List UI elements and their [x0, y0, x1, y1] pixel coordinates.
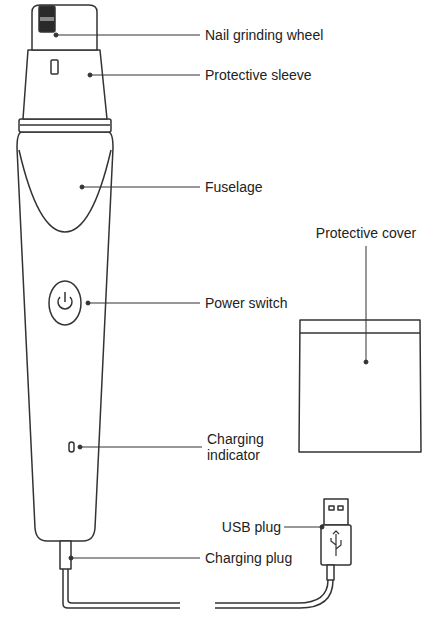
usb-strain-relief: [327, 565, 334, 580]
charging-plug: [60, 541, 71, 569]
part-label: Protective cover: [316, 225, 416, 241]
leader-dot: [54, 33, 58, 37]
leader-dot: [320, 525, 324, 529]
fuselage-body: [17, 132, 113, 541]
part-label: USB plug: [222, 519, 281, 535]
usb-plug-hole: [329, 506, 334, 510]
part-label: Power switch: [205, 295, 287, 311]
collar-ring: [19, 119, 111, 132]
protective-sleeve: [23, 50, 107, 119]
cable: [63, 569, 180, 608]
cable: [68, 569, 180, 603]
leader-line: [80, 447, 202, 448]
wheel-cap: [32, 5, 97, 50]
part-label: Charging plug: [205, 550, 292, 566]
usb-symbol: [331, 531, 341, 556]
leader-line: [90, 75, 200, 76]
sleeve-slot: [51, 60, 58, 74]
fuselage-panel: [19, 150, 111, 232]
leader-dot: [364, 360, 368, 364]
leader-line: [366, 246, 367, 362]
leader-dot: [78, 445, 82, 449]
usb-plug-body: [321, 525, 351, 565]
leader-line: [56, 35, 200, 36]
cable: [215, 580, 328, 603]
leader-dot: [86, 301, 90, 305]
leader-line: [88, 303, 200, 304]
part-label: Protective sleeve: [205, 67, 312, 83]
charging-indicator-lamp: [69, 442, 74, 452]
part-label: Fuselage: [205, 179, 263, 195]
cable: [215, 580, 333, 608]
protective-cover-rim: [300, 332, 420, 334]
power-symbol-bar: [64, 292, 66, 302]
leader-dot: [88, 73, 92, 77]
grinding-wheel: [39, 6, 55, 32]
leader-dot: [80, 185, 84, 189]
part-label: Charging indicator: [207, 431, 287, 463]
power-switch-button: [49, 281, 81, 325]
usb-plug-metal: [324, 499, 348, 525]
usb-plug-hole: [338, 506, 343, 510]
part-label: Nail grinding wheel: [205, 27, 323, 43]
leader-line: [284, 527, 322, 528]
leader-line: [71, 558, 200, 559]
collar-ring-line: [20, 124, 110, 126]
grinding-wheel-band: [40, 17, 54, 21]
leader-dot: [69, 556, 73, 560]
protective-cover: [299, 320, 421, 452]
leader-line: [82, 187, 200, 188]
